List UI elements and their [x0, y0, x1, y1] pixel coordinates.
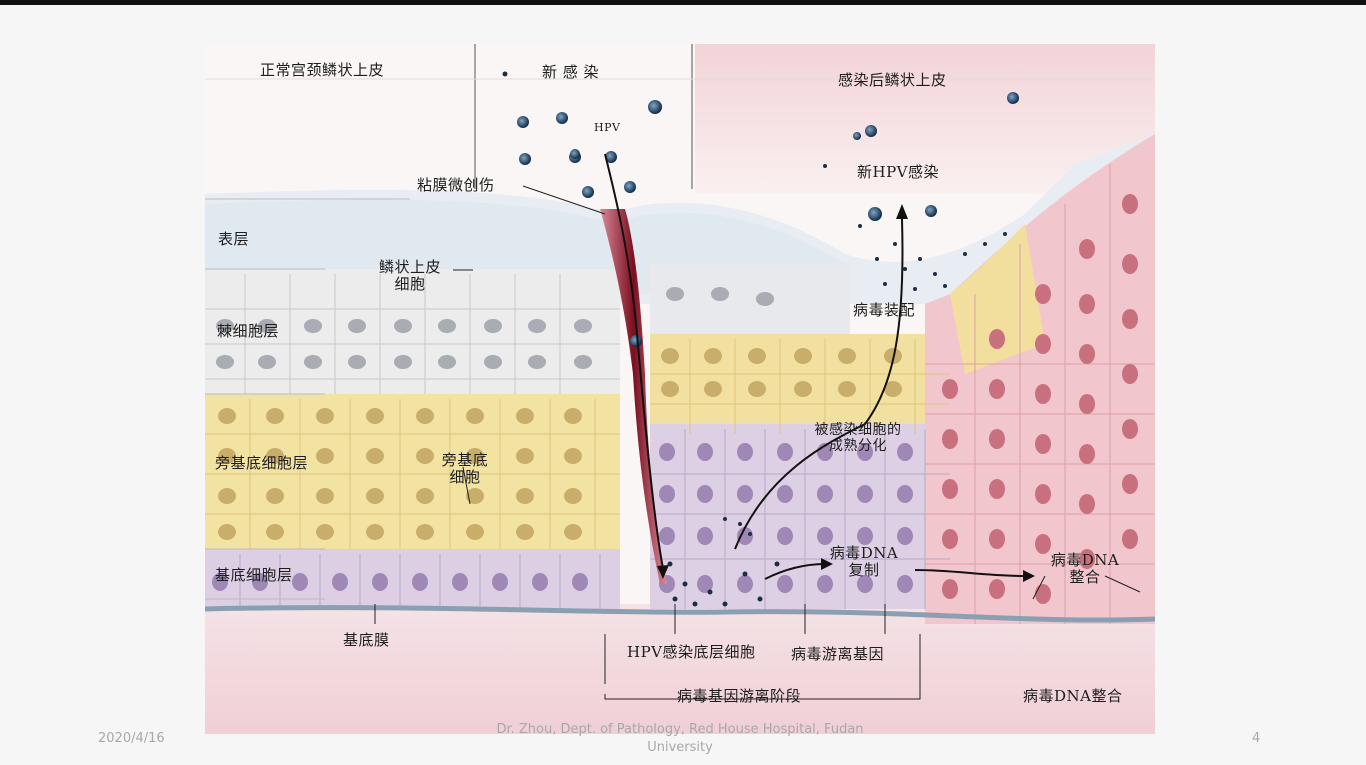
slide-page-number: 4	[1252, 731, 1261, 746]
header-infected-epithelium: 感染后鳞状上皮	[838, 71, 947, 89]
label-episomal-stage: 病毒基因游离阶段	[677, 687, 802, 705]
label-parabasal-cell: 旁基底 细胞	[430, 451, 500, 487]
label-surface-layer: 表层	[218, 230, 250, 248]
label-dna-integration-line1: 病毒DNA	[1050, 551, 1120, 569]
label-squamous-cell: 鳞状上皮 细胞	[365, 258, 455, 294]
label-matured-differentiation: 被感染细胞的 成熟分化	[793, 422, 923, 454]
slide-credit-line2: University	[647, 739, 713, 755]
label-new-hpv-infection: 新HPV感染	[857, 163, 940, 181]
label-dna-integration-line2: 整合	[1069, 568, 1101, 587]
label-virus-assembly: 病毒装配	[853, 301, 916, 319]
slide-date: 2020/4/16	[98, 731, 165, 746]
label-basal-layer: 基底细胞层	[215, 566, 293, 584]
label-hpv: HPV	[594, 121, 621, 134]
label-dna-integration: 病毒DNA 整合	[1040, 551, 1130, 587]
label-dna-replication-line2: 复制	[848, 561, 880, 580]
label-dna-replication-line1: 病毒DNA	[829, 544, 899, 562]
label-matured-diff-line1: 被感染细胞的	[814, 422, 902, 438]
label-basement-membrane: 基底膜	[343, 631, 390, 649]
slide-credit: Dr. Zhou, Dept. of Pathology, Red House …	[460, 721, 900, 756]
header-new-infection: 新 感 染	[542, 63, 600, 81]
header-normal-epithelium: 正常宫颈鳞状上皮	[260, 61, 385, 79]
slide-credit-line1: Dr. Zhou, Dept. of Pathology, Red House …	[496, 722, 864, 737]
label-matured-diff-line2: 成熟分化	[829, 438, 887, 455]
label-hpv-basal-cell: HPV感染底层细胞	[627, 643, 756, 661]
label-squamous-cell-line1: 鳞状上皮	[378, 258, 441, 276]
label-microtrauma: 粘膜微创伤	[417, 176, 495, 194]
label-parabasal-layer: 旁基底细胞层	[215, 454, 309, 472]
label-dna-replication: 病毒DNA 复制	[819, 544, 909, 580]
label-dna-integration-stage: 病毒DNA整合	[1023, 687, 1123, 705]
label-parabasal-cell-line1: 旁基底	[441, 451, 489, 469]
label-squamous-cell-line2: 细胞	[394, 275, 426, 294]
label-parabasal-cell-line2: 细胞	[449, 468, 481, 487]
label-spinous-layer: 棘细胞层	[217, 322, 280, 340]
top-border	[0, 0, 1366, 5]
hpv-infection-diagram: 正常宫颈鳞状上皮 新 感 染 感染后鳞状上皮 HPV 粘膜微创伤 新HPV感染 …	[205, 44, 1155, 734]
tissue-illustration	[205, 44, 1155, 734]
label-episomal-gene: 病毒游离基因	[791, 645, 885, 663]
